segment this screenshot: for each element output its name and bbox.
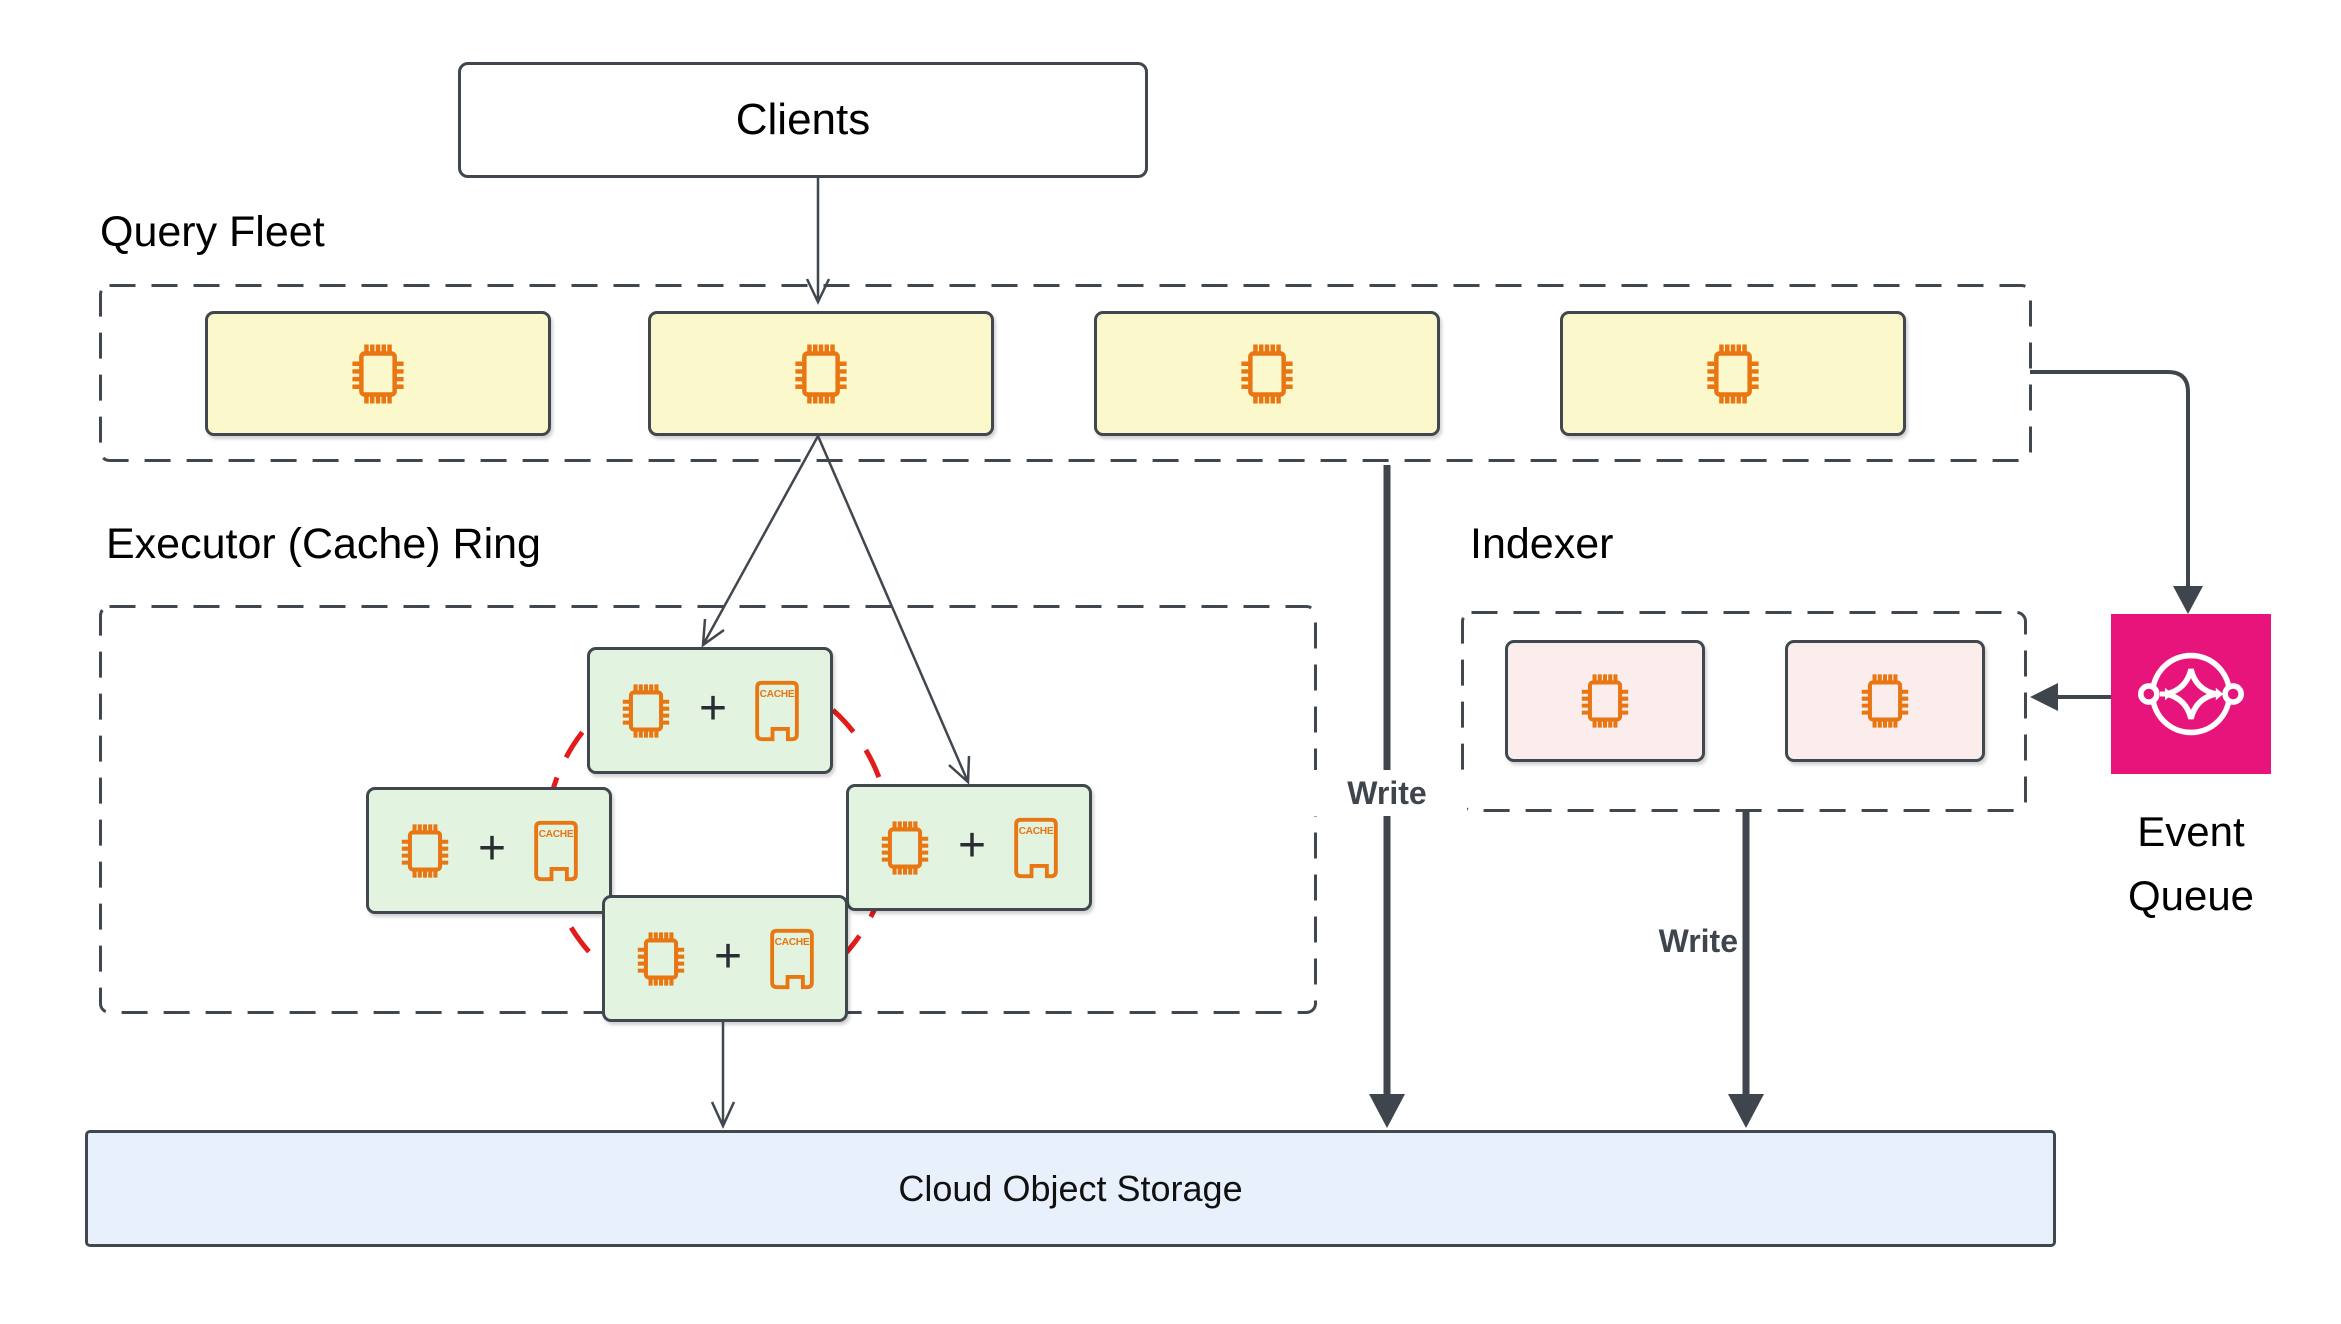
write-arrowhead-queryfleet: [1369, 1094, 1405, 1128]
clients-node: Clients: [458, 62, 1148, 178]
query-node: [205, 311, 551, 436]
arrow-executor-to-storage: [710, 1022, 736, 1130]
indexer-node: [1785, 640, 1985, 762]
arrow-clients-to-queryfleet: [805, 178, 831, 305]
arrow-query-to-executor-right: [816, 435, 971, 785]
cache-icon: CACHE: [530, 819, 582, 883]
cpu-icon: [876, 819, 934, 877]
cpu-icon: [632, 930, 690, 988]
cache-icon: CACHE: [766, 927, 818, 991]
plus-label: +: [957, 819, 987, 872]
cpu-icon: [1701, 342, 1765, 406]
executor-node: + CACHE: [602, 895, 848, 1022]
event-queue-label: Event Queue: [2040, 800, 2341, 928]
arrowhead-indexer: [2030, 683, 2058, 711]
plus-label: +: [713, 930, 743, 983]
cpu-icon: [396, 822, 454, 880]
cache-icon-label: CACHE: [760, 688, 795, 699]
cpu-icon: [1576, 672, 1634, 730]
cpu-icon: [346, 342, 410, 406]
storage-bar: Cloud Object Storage: [85, 1130, 2056, 1247]
cache-icon-label: CACHE: [539, 828, 574, 839]
clients-label: Clients: [735, 95, 871, 144]
plus-label: +: [698, 682, 728, 735]
cache-icon-label: CACHE: [775, 936, 810, 947]
executor-node: + CACHE: [366, 787, 612, 914]
cpu-icon: [617, 682, 675, 740]
cpu-icon: [789, 342, 853, 406]
event-bridge-icon: [2129, 632, 2253, 756]
write-label-indexer: Write: [1658, 923, 1738, 959]
storage-label: Cloud Object Storage: [898, 1167, 1243, 1209]
query-node: [648, 311, 994, 436]
elbow-queryfleet-to-eventqueue: [2030, 370, 2190, 586]
indexer-node: [1505, 640, 1705, 762]
query-fleet-title: Query Fleet: [100, 208, 325, 256]
event-queue-tile: [2111, 614, 2271, 774]
cpu-icon: [1235, 342, 1299, 406]
cache-icon-label: CACHE: [1019, 825, 1054, 836]
executor-node: + CACHE: [846, 784, 1092, 911]
executor-node: + CACHE: [587, 647, 833, 774]
arrow-query-to-executor-top: [701, 435, 820, 648]
query-node: [1094, 311, 1440, 436]
cache-icon: CACHE: [1010, 816, 1062, 880]
event-queue-label-line1: Event: [2137, 808, 2245, 855]
plus-label: +: [477, 822, 507, 875]
write-arrowhead-indexer: [1728, 1094, 1764, 1128]
indexer-title: Indexer: [1470, 520, 1614, 568]
query-node: [1560, 311, 1906, 436]
cpu-icon: [1856, 672, 1914, 730]
write-label-queryfleet: Write: [1307, 770, 1467, 816]
arrowhead-eventqueue: [2173, 586, 2203, 614]
event-queue-label-line2: Queue: [2127, 872, 2255, 919]
cache-icon: CACHE: [751, 679, 803, 743]
executor-ring-title: Executor (Cache) Ring: [106, 520, 541, 568]
